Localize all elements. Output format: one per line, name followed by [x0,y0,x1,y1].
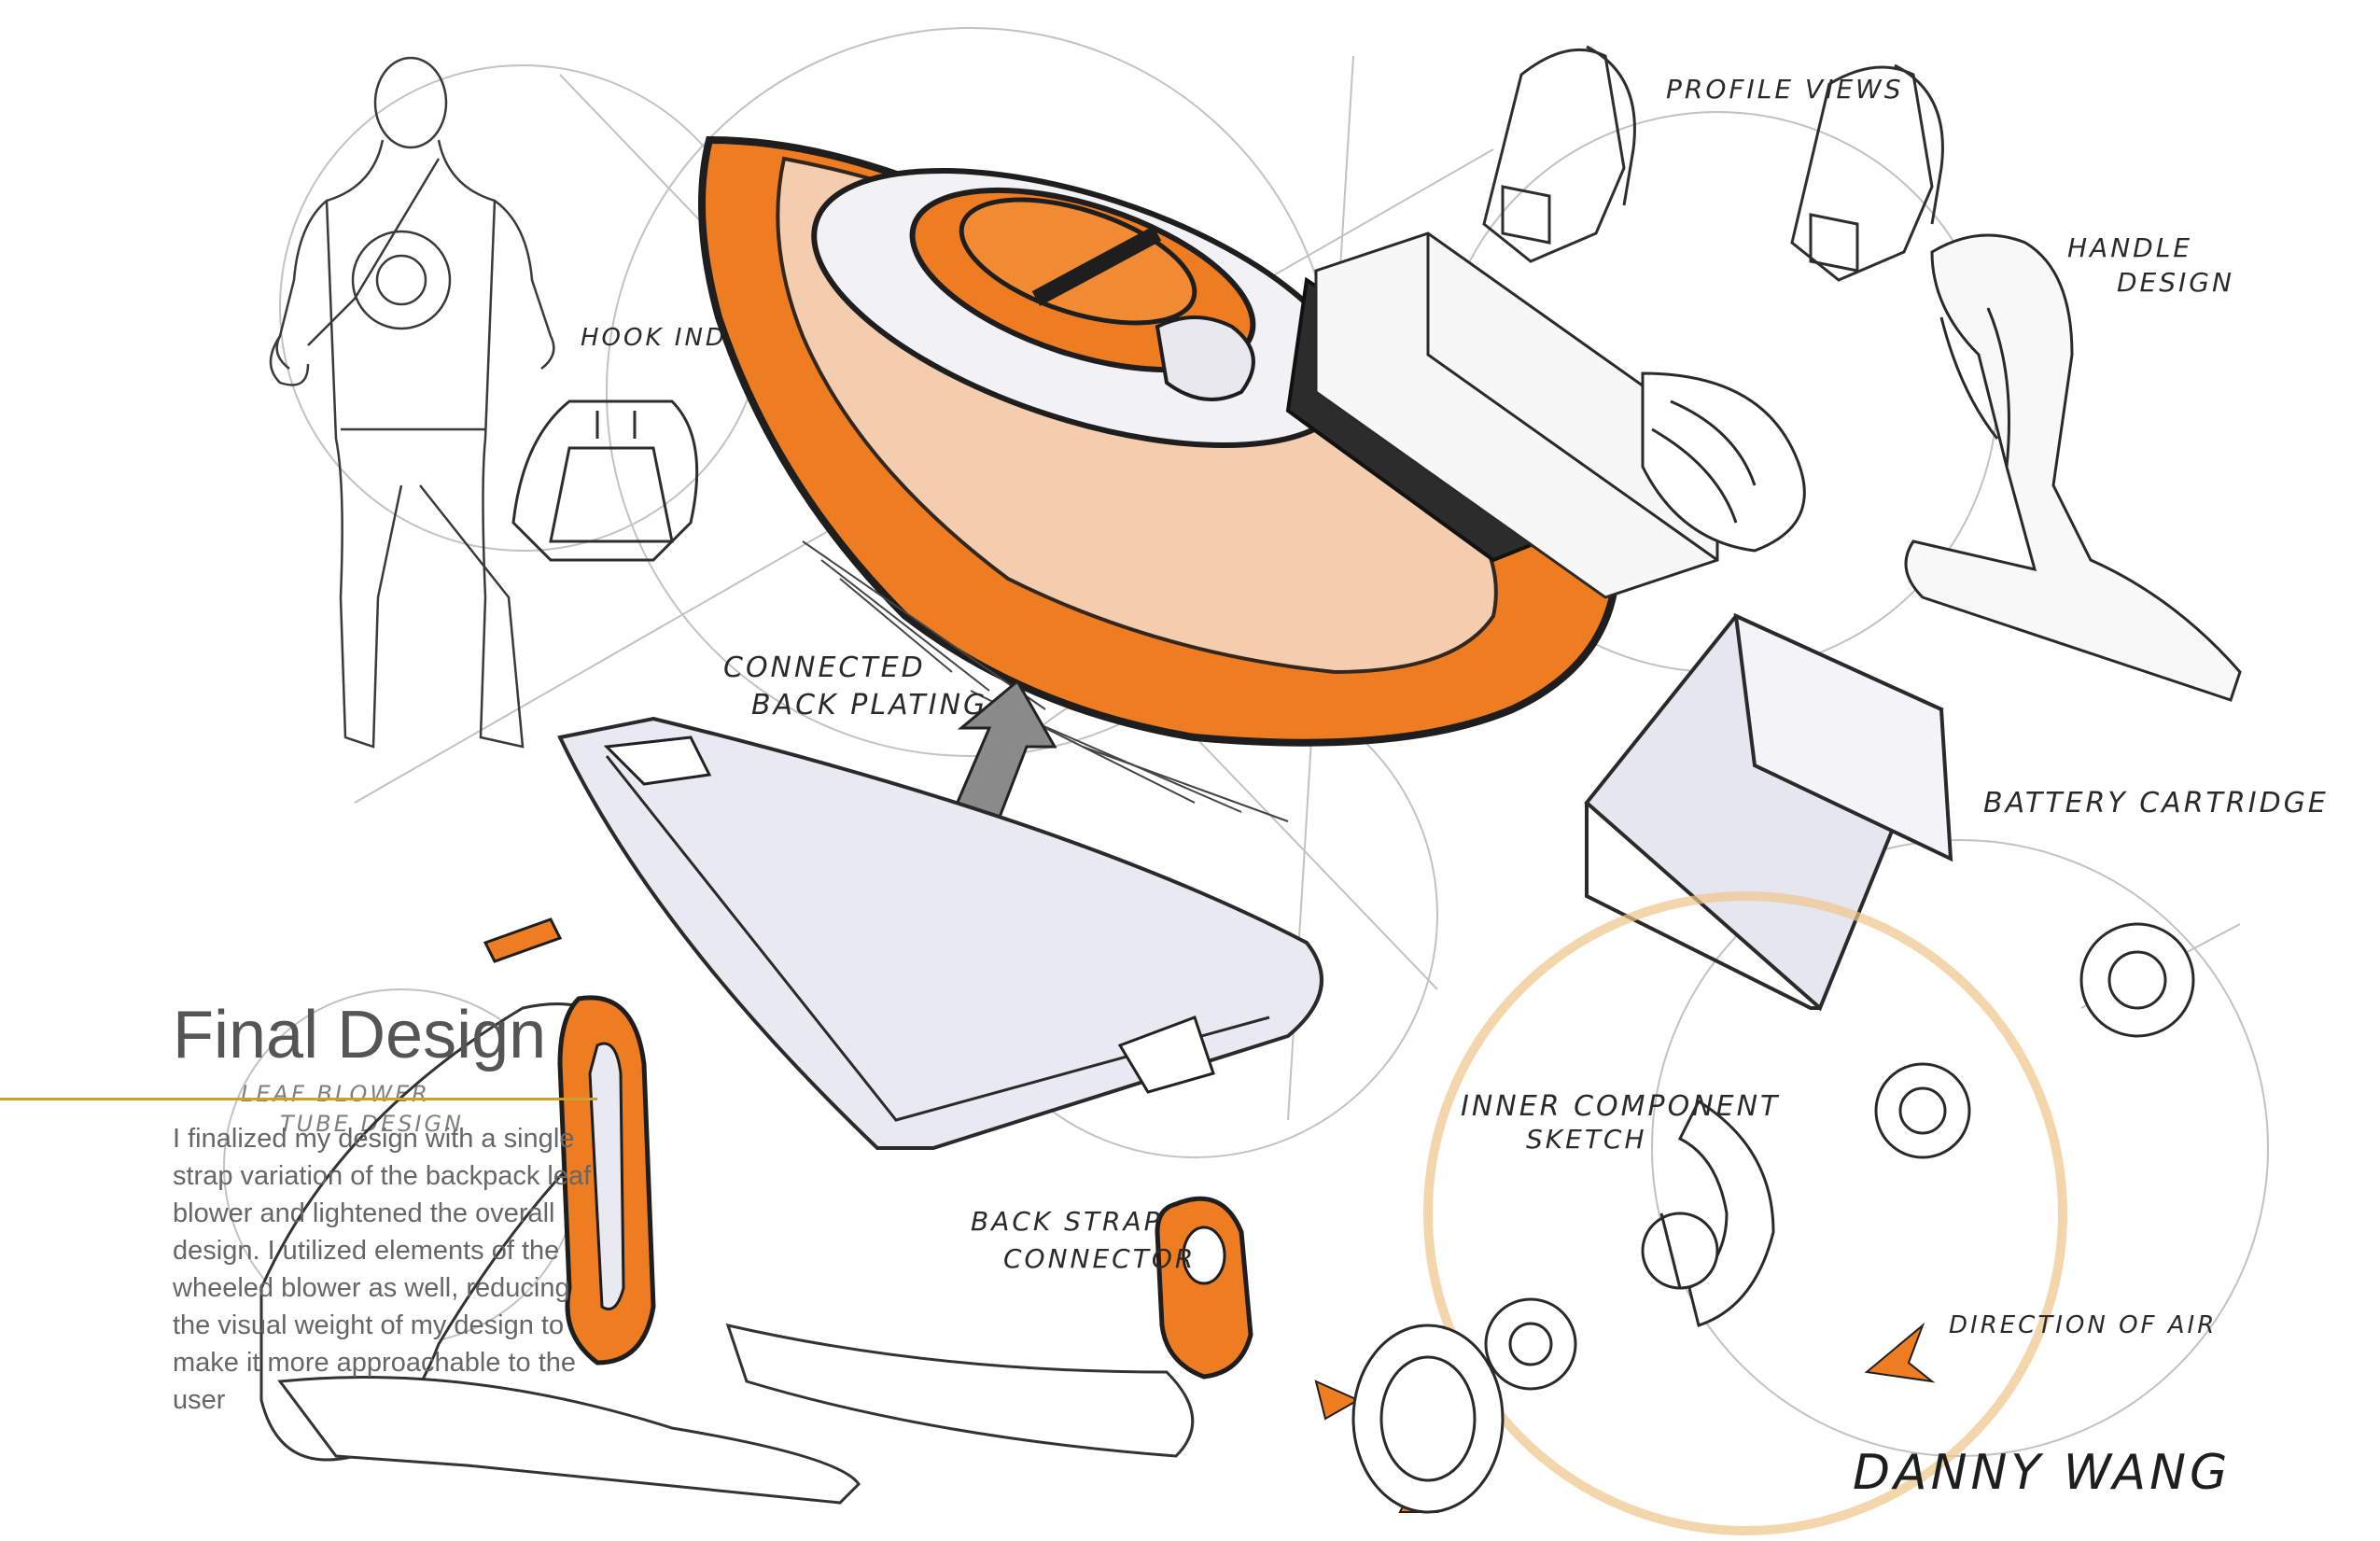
title-divider [0,1098,597,1100]
direction-of-air-label: DIRECTION OF AIR [1949,1311,2217,1339]
inner-component-label-1: INNER COMPONENT [1461,1090,1780,1123]
person-figure [269,56,555,749]
profile-views-sketch [1482,45,1944,282]
tube-design-label-2: TUBE DESIGN [280,1111,464,1137]
handle-block [1314,231,1806,599]
handle-design-sketch [1904,233,2242,702]
connected-plating-label-1: CONNECTED [723,651,926,684]
tube-design-label-1: LEAF BLOWER [241,1081,430,1107]
hook-indent-sketch [511,399,699,562]
blower-body [698,135,1621,822]
wheel-cap [1351,1324,1505,1514]
description-text: I finalized my design with a single stra… [173,1124,592,1415]
blower-tube [259,995,861,1505]
inner-component-sketch [1423,891,2195,1535]
inner-component-label-2: SKETCH [1526,1124,1647,1155]
battery-cartridge [1584,612,1953,1012]
battery-cartridge-label: BATTERY CARTRIDGE [1983,787,2329,820]
profile-views-label: PROFILE VIEWS [1666,74,1904,105]
handle-design-label-2: DESIGN [2117,267,2234,298]
connected-plating-label-2: BACK PLATING [751,689,987,721]
clip-part [483,918,563,963]
back-strap-label-2: CONNECTOR [1003,1243,1196,1274]
signature: DANNY WANG [1853,1445,2231,1501]
back-strap-label-1: BACK STRAP [971,1206,1163,1237]
back-plate [557,716,1323,1150]
back-strap-connector [725,1196,1253,1458]
handle-design-label-1: HANDLE [2067,232,2192,263]
page-title: Final Design [173,998,547,1072]
